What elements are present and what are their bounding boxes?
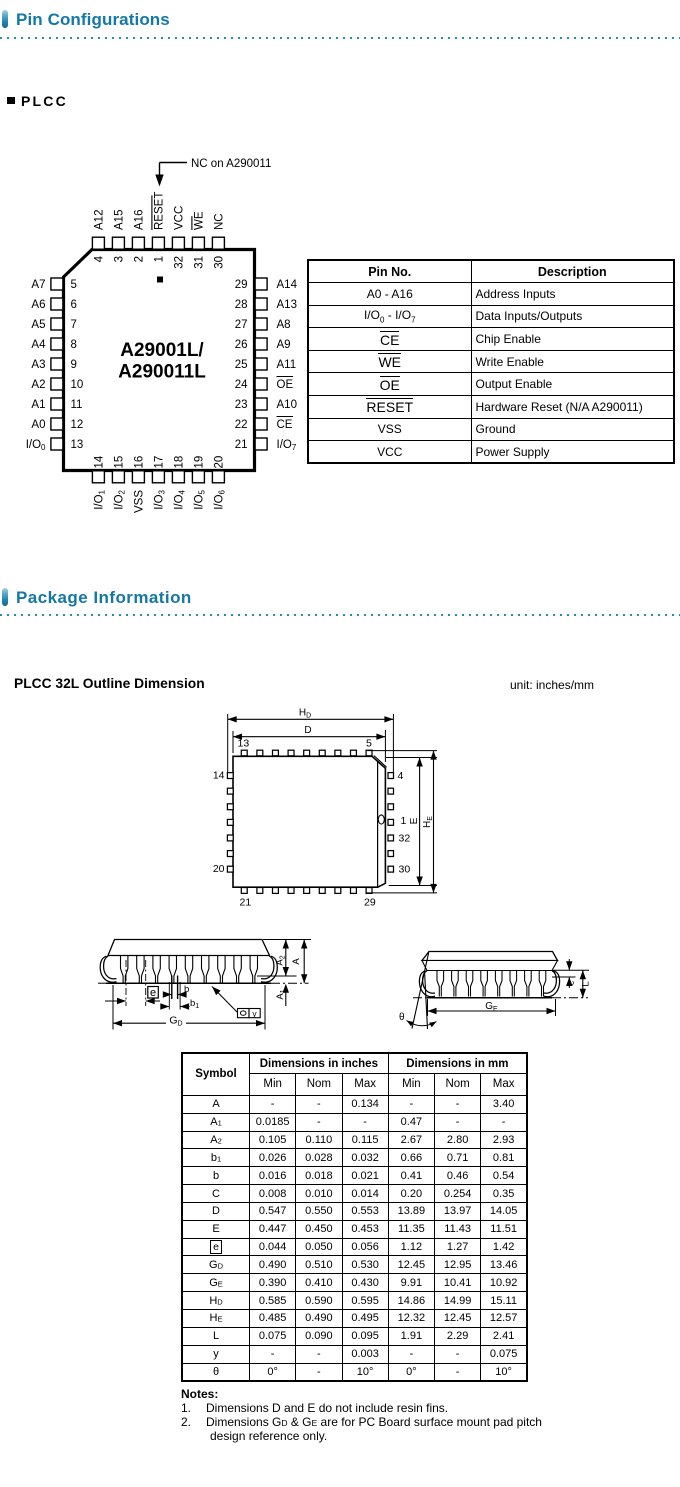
svg-text:A16: A16 <box>134 210 146 230</box>
svg-text:HD: HD <box>299 708 311 720</box>
svg-text:17: 17 <box>154 456 166 469</box>
svg-text:21: 21 <box>240 897 252 909</box>
svg-text:29: 29 <box>235 279 248 291</box>
svg-text:20: 20 <box>214 456 226 469</box>
svg-text:9: 9 <box>71 359 77 371</box>
svg-text:A0: A0 <box>31 419 45 431</box>
svg-text:32: 32 <box>174 256 186 269</box>
svg-text:I/O5: I/O5 <box>194 489 207 509</box>
svg-text:30: 30 <box>399 864 411 876</box>
svg-text:I/O2: I/O2 <box>114 489 127 509</box>
svg-text:4: 4 <box>94 255 106 262</box>
svg-text:A10: A10 <box>277 399 297 411</box>
svg-text:6: 6 <box>71 299 77 311</box>
svg-text:A9: A9 <box>277 339 291 351</box>
svg-text:8: 8 <box>71 339 77 351</box>
svg-text:10: 10 <box>71 379 84 391</box>
svg-text:A2: A2 <box>31 379 45 391</box>
svg-text:e: e <box>150 987 156 999</box>
svg-text:21: 21 <box>235 439 248 451</box>
svg-text:GE: GE <box>485 1001 498 1013</box>
svg-text:5: 5 <box>71 279 77 291</box>
svg-text:13: 13 <box>238 738 250 750</box>
svg-text:24: 24 <box>235 379 248 391</box>
svg-text:A: A <box>291 958 302 965</box>
svg-text:12: 12 <box>71 419 84 431</box>
svg-text:I/O0: I/O0 <box>26 439 46 452</box>
svg-text:CE: CE <box>277 419 293 431</box>
svg-text:I/O3: I/O3 <box>154 489 167 509</box>
svg-text:NC: NC <box>214 213 226 230</box>
svg-text:19: 19 <box>194 456 206 469</box>
svg-text:A11: A11 <box>277 359 297 371</box>
svg-text:D: D <box>304 725 311 736</box>
svg-text:θ: θ <box>399 1012 405 1023</box>
svg-text:RESET: RESET <box>154 192 166 230</box>
svg-text:L: L <box>581 981 592 986</box>
svg-text:I/O7: I/O7 <box>277 439 297 452</box>
svg-text:28: 28 <box>235 299 248 311</box>
svg-text:29: 29 <box>364 897 376 909</box>
svg-text:18: 18 <box>174 456 186 469</box>
svg-text:31: 31 <box>194 256 206 269</box>
svg-text:14: 14 <box>94 455 106 468</box>
svg-text:2: 2 <box>134 256 146 262</box>
svg-text:E: E <box>409 817 420 824</box>
svg-text:14: 14 <box>213 770 225 782</box>
svg-text:27: 27 <box>235 319 248 331</box>
svg-text:22: 22 <box>235 419 248 431</box>
svg-text:A1: A1 <box>31 399 45 411</box>
svg-text:32: 32 <box>399 833 411 845</box>
svg-text:25: 25 <box>235 359 248 371</box>
svg-text:11: 11 <box>71 399 83 411</box>
svg-text:23: 23 <box>235 399 248 411</box>
svg-text:I/O6: I/O6 <box>214 489 227 509</box>
svg-text:A29001L/: A29001L/ <box>120 340 204 361</box>
svg-text:VCC: VCC <box>174 206 186 230</box>
svg-text:A5: A5 <box>31 319 45 331</box>
svg-text:VSS: VSS <box>134 490 146 513</box>
svg-text:4: 4 <box>398 770 404 782</box>
svg-text:A4: A4 <box>31 339 46 351</box>
svg-text:A7: A7 <box>31 279 45 291</box>
svg-text:A6: A6 <box>31 299 45 311</box>
svg-text:A290011L: A290011L <box>118 362 206 383</box>
svg-text:20: 20 <box>213 863 225 875</box>
svg-text:1: 1 <box>401 815 407 827</box>
svg-text:A2: A2 <box>275 955 287 965</box>
svg-text:A8: A8 <box>277 319 291 331</box>
svg-text:NC on A290011: NC on A290011 <box>191 158 271 170</box>
svg-text:15: 15 <box>114 456 126 469</box>
svg-text:A3: A3 <box>31 359 45 371</box>
svg-text:16: 16 <box>134 456 146 469</box>
svg-text:A1: A1 <box>275 989 287 999</box>
svg-text:A12: A12 <box>94 210 106 230</box>
svg-text:b1: b1 <box>190 998 199 1010</box>
svg-text:7: 7 <box>71 319 77 331</box>
svg-text:13: 13 <box>71 439 84 451</box>
svg-text:I/O4: I/O4 <box>174 489 187 509</box>
svg-text:I/O1: I/O1 <box>94 489 107 509</box>
svg-text:A14: A14 <box>277 279 298 291</box>
svg-text:b: b <box>184 984 189 995</box>
svg-text:26: 26 <box>235 339 248 351</box>
svg-text:HE: HE <box>422 816 434 828</box>
svg-text:A15: A15 <box>114 210 126 230</box>
svg-text:y: y <box>252 1009 257 1019</box>
svg-text:A13: A13 <box>277 299 297 311</box>
svg-text:WE: WE <box>194 211 206 230</box>
svg-text:c: c <box>566 980 576 985</box>
svg-text:1: 1 <box>154 256 166 262</box>
svg-text:30: 30 <box>214 256 226 269</box>
svg-text:5: 5 <box>366 738 372 750</box>
svg-text:OE: OE <box>277 379 294 391</box>
svg-text:3: 3 <box>114 256 126 262</box>
